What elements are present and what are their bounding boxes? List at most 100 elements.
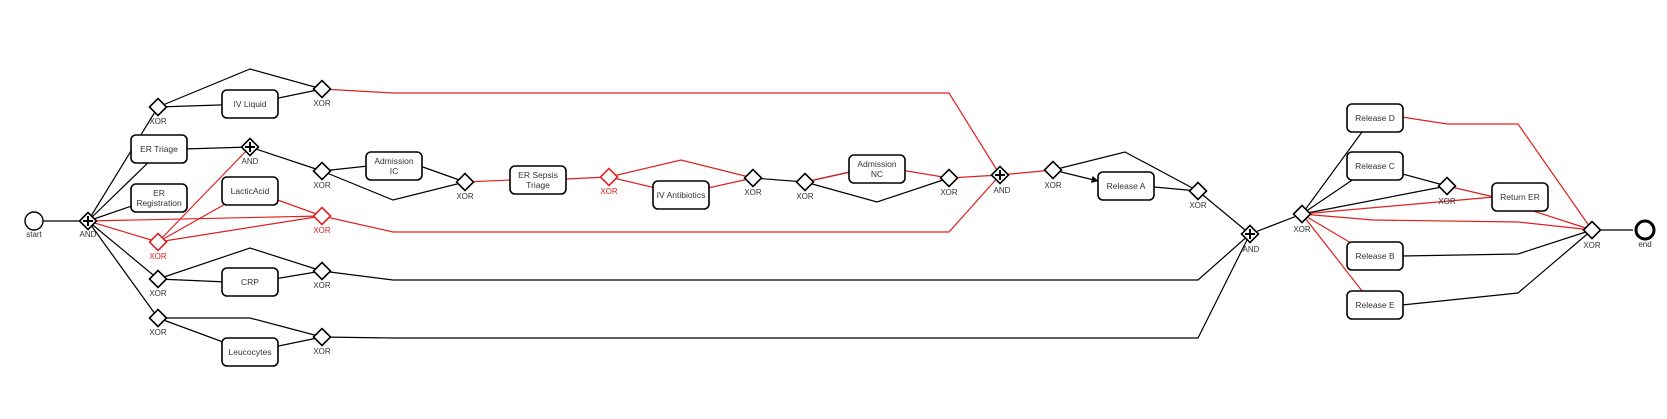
gateway-and-triage[interactable]: AND bbox=[240, 137, 260, 166]
task-release-e[interactable]: Release E bbox=[1346, 290, 1404, 320]
gateway-xor-iv-join[interactable]: XOR bbox=[312, 79, 332, 108]
gateway-label: XOR bbox=[149, 328, 167, 337]
edge-highlight bbox=[157, 215, 323, 243]
edge-highlight bbox=[1301, 196, 1495, 215]
gateway-xor-lactic-join[interactable]: XOR bbox=[312, 206, 332, 235]
gateway-xor-nc-join[interactable]: XOR bbox=[939, 168, 959, 197]
gateway-xor-return-split[interactable]: XOR bbox=[1437, 176, 1457, 206]
task-lactic-acid[interactable]: LacticAcid bbox=[221, 176, 279, 206]
edge bbox=[419, 165, 466, 183]
task-iv-liquid[interactable]: IV Liquid bbox=[221, 89, 279, 119]
gateway-xor-release-a-join[interactable]: XOR bbox=[1188, 181, 1208, 210]
edge bbox=[87, 220, 159, 280]
edge-highlight bbox=[87, 220, 159, 243]
task-label: Release C bbox=[1355, 161, 1395, 171]
gateway-label: XOR bbox=[149, 252, 167, 261]
edge bbox=[87, 152, 159, 222]
edge-highlight bbox=[321, 174, 1001, 233]
gateway-xor-ic-split[interactable]: XOR bbox=[312, 161, 332, 190]
gateway-and-split[interactable]: AND bbox=[78, 211, 98, 239]
edge bbox=[1401, 229, 1593, 306]
edge bbox=[321, 233, 1251, 339]
edge-highlight bbox=[608, 159, 754, 179]
edge bbox=[183, 143, 251, 151]
task-label: Return ER bbox=[1500, 192, 1540, 202]
gateway-xor-end-join[interactable]: XOR bbox=[1582, 220, 1602, 250]
task-label: Release A bbox=[1107, 181, 1146, 191]
gateway-and-final-join[interactable]: AND bbox=[1240, 224, 1260, 254]
task-label-line2: Triage bbox=[526, 180, 550, 190]
task-label: CRP bbox=[241, 277, 259, 287]
gateway-label: XOR bbox=[456, 192, 474, 201]
gateway-label: XOR bbox=[796, 192, 814, 201]
task-release-a[interactable]: Release A bbox=[1097, 171, 1155, 201]
gateway-label: XOR bbox=[313, 226, 331, 235]
edge bbox=[804, 177, 950, 203]
gateway-label: XOR bbox=[149, 117, 167, 126]
task-leucocytes[interactable]: Leucocytes bbox=[221, 337, 279, 367]
edge-highlight bbox=[1301, 213, 1374, 306]
gateway-xor-crp-join[interactable]: XOR bbox=[312, 261, 332, 290]
gateway-label: XOR bbox=[744, 188, 762, 197]
gateway-xor-leuco-join[interactable]: XOR bbox=[312, 327, 332, 356]
start-label: start bbox=[26, 230, 42, 239]
gateway-xor-lactic-split[interactable]: XOR bbox=[148, 232, 168, 261]
edge-highlight bbox=[321, 88, 1001, 176]
gateway-xor-ic-join[interactable]: XOR bbox=[455, 172, 475, 201]
gateway-label: AND bbox=[1243, 245, 1260, 254]
task-label: Leucocytes bbox=[229, 347, 272, 357]
task-release-d[interactable]: Release D bbox=[1346, 103, 1404, 133]
edge-highlight bbox=[1446, 185, 1495, 198]
gateway-label: XOR bbox=[313, 99, 331, 108]
task-release-b[interactable]: Release B bbox=[1346, 241, 1404, 271]
gateway-label: XOR bbox=[1293, 225, 1311, 234]
edge bbox=[1301, 116, 1374, 215]
task-label-line1: ER Sepsis bbox=[518, 170, 558, 180]
task-iv-antibiotics[interactable]: IV Antibiotics bbox=[652, 180, 710, 210]
gateway-label: AND bbox=[242, 157, 259, 166]
edge-highlight bbox=[157, 146, 251, 243]
task-label-line1: Admission bbox=[374, 156, 413, 166]
gateway-label: AND bbox=[80, 230, 97, 239]
gateway-xor-release-split[interactable]: XOR bbox=[1292, 204, 1312, 234]
edge bbox=[158, 317, 323, 338]
task-label-line2: IC bbox=[390, 166, 399, 176]
task-admission-nc[interactable]: Admission NC bbox=[848, 154, 906, 184]
task-label-line2: NC bbox=[871, 169, 883, 179]
start-event: start bbox=[24, 211, 44, 239]
gateway-xor-nc-split[interactable]: XOR bbox=[795, 172, 815, 201]
gateway-xor-antibio-join[interactable]: XOR bbox=[743, 168, 763, 197]
gateway-xor-sepsis[interactable]: XOR bbox=[599, 167, 619, 196]
gateway-label: AND bbox=[994, 186, 1011, 195]
edge bbox=[157, 247, 323, 280]
gateway-and-mid-join[interactable]: AND bbox=[990, 165, 1011, 195]
edge bbox=[1249, 213, 1303, 235]
task-label-line2: Registration bbox=[136, 198, 182, 208]
edge bbox=[157, 68, 323, 108]
task-label: Release E bbox=[1355, 300, 1395, 310]
task-label-line1: Admission bbox=[857, 159, 896, 169]
task-admission-ic[interactable]: Admission IC bbox=[365, 151, 423, 181]
task-return-er[interactable]: Return ER bbox=[1491, 182, 1549, 212]
edge bbox=[249, 146, 323, 172]
task-er-registration[interactable]: ER Registration bbox=[130, 183, 188, 213]
gateway-label: XOR bbox=[313, 181, 331, 190]
gateway-xor-release-a-split[interactable]: XOR bbox=[1043, 160, 1063, 190]
task-er-sepsis-triage[interactable]: ER Sepsis Triage bbox=[509, 165, 567, 195]
task-label-line1: ER bbox=[153, 188, 165, 198]
edge-highlight bbox=[87, 212, 323, 222]
edge bbox=[1401, 229, 1593, 257]
edge bbox=[87, 106, 159, 222]
gateway-xor-iv-split[interactable]: XOR bbox=[148, 97, 168, 126]
gateway-label: XOR bbox=[600, 187, 618, 196]
end-event: end bbox=[1634, 219, 1656, 249]
task-er-triage[interactable]: ER Triage bbox=[130, 134, 188, 164]
task-crp[interactable]: CRP bbox=[221, 267, 279, 297]
edge bbox=[1052, 151, 1199, 192]
gateway-xor-leuco-split[interactable]: XOR bbox=[148, 308, 168, 337]
gateway-xor-crp-split[interactable]: XOR bbox=[148, 269, 168, 298]
task-release-c[interactable]: Release C bbox=[1346, 151, 1404, 181]
gateway-label: XOR bbox=[1044, 181, 1062, 190]
task-label: IV Antibiotics bbox=[657, 190, 706, 200]
